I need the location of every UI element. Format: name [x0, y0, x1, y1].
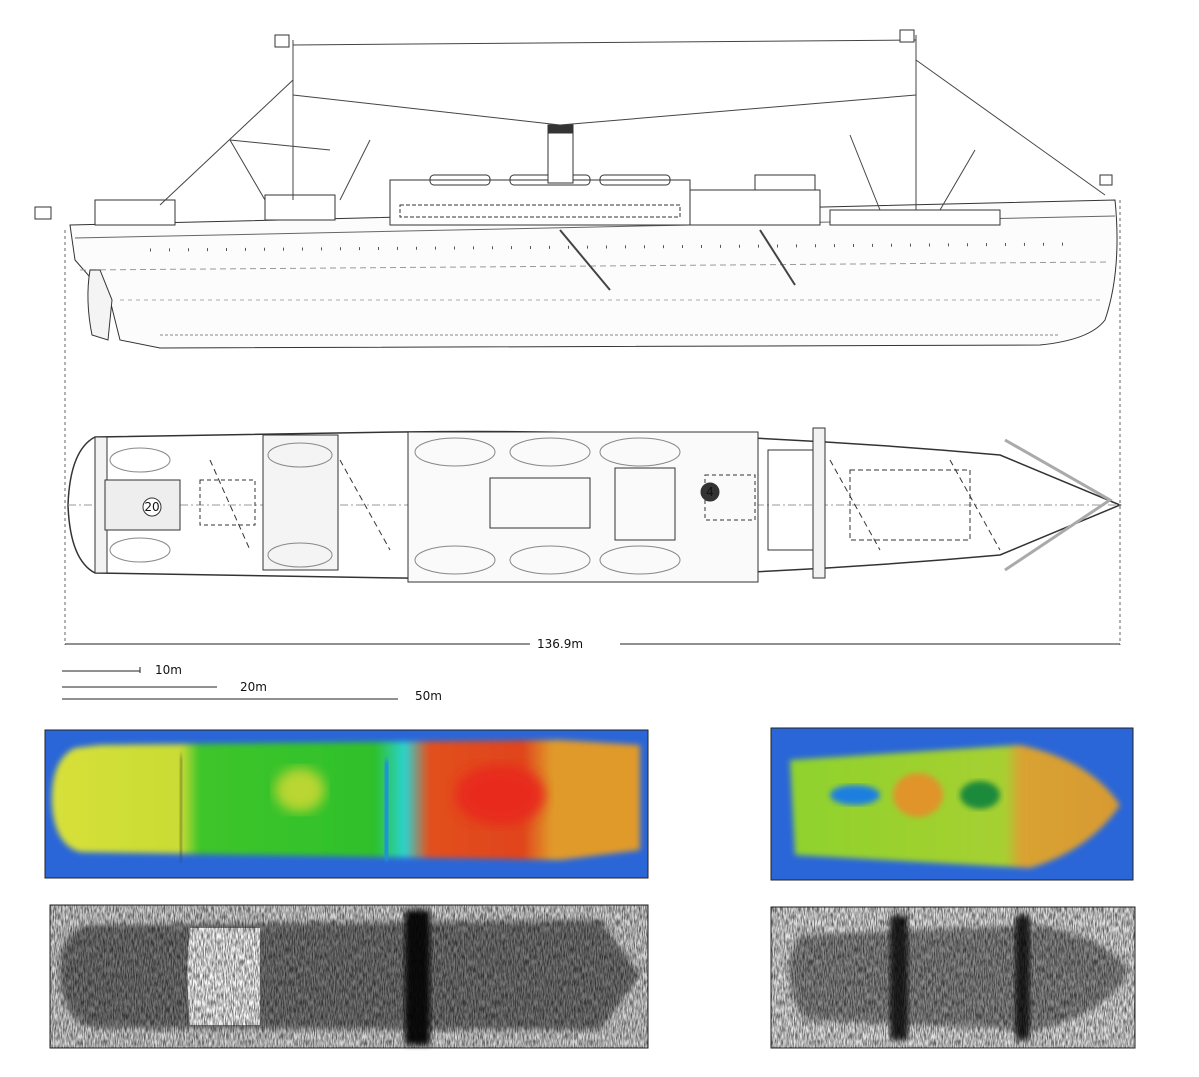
sonar-bow	[770, 906, 1136, 1049]
bathymetry-bow	[770, 727, 1134, 881]
sonar-stern	[49, 904, 649, 1049]
plan-marker-4: 4	[706, 485, 714, 499]
side-elevation	[34, 29, 1121, 645]
marker-20	[142, 497, 162, 517]
scale-50m-label: 50m	[415, 689, 442, 703]
hull-outline	[69, 199, 1118, 349]
rudder	[87, 269, 113, 341]
overall-length-label: 136.9m	[537, 637, 583, 651]
masts	[159, 35, 1106, 291]
superstructure	[94, 174, 1001, 226]
scale-20m-label: 20m	[240, 680, 267, 694]
scale-bars	[62, 667, 398, 700]
deck-plan: 20 4	[67, 427, 1122, 583]
funnel	[547, 124, 574, 184]
flags	[34, 29, 1113, 220]
scale-10m-label: 10m	[155, 663, 182, 677]
bathymetry-stern	[44, 729, 649, 879]
plan-marker-20: 20	[144, 500, 159, 514]
